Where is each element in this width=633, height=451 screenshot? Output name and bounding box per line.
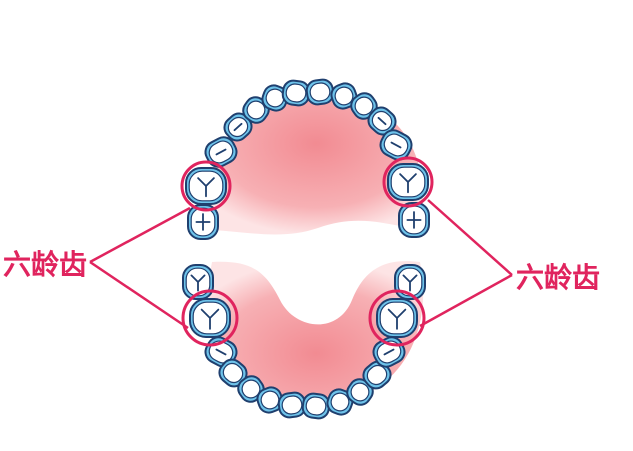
upper-tooth xyxy=(204,136,238,168)
pointer-line-left-upper xyxy=(89,206,191,264)
upper-tooth xyxy=(281,79,311,107)
lower-tooth xyxy=(277,391,307,419)
upper-tooth xyxy=(223,112,253,142)
highlight-circle-lower-left xyxy=(181,289,239,347)
lower-tooth xyxy=(362,360,392,390)
lower-tooth xyxy=(189,298,231,338)
pointer-line-right-lower xyxy=(419,273,513,328)
label-right: 六龄齿 xyxy=(516,261,600,294)
pointer-line-left-lower xyxy=(89,260,189,330)
highlight-circle-upper-right xyxy=(382,156,434,208)
upper-tooth xyxy=(387,163,429,201)
lower-tooth xyxy=(256,386,284,414)
upper-tooth xyxy=(187,204,219,240)
upper-tooth xyxy=(242,96,270,124)
lower-tooth xyxy=(376,298,418,338)
upper-palate-gum xyxy=(209,94,424,235)
lower-tooth xyxy=(326,388,354,416)
upper-teeth xyxy=(185,78,430,240)
upper-tooth xyxy=(367,106,397,136)
lower-jaw xyxy=(182,261,426,420)
lower-teeth xyxy=(182,264,426,420)
pointer-line-right-upper xyxy=(427,199,513,276)
lower-tooth xyxy=(301,392,331,420)
lower-tooth xyxy=(346,378,374,406)
lower-tooth xyxy=(218,358,248,388)
label-left: 六龄齿 xyxy=(3,248,87,281)
upper-tooth xyxy=(379,129,413,161)
upper-jaw xyxy=(185,78,430,240)
highlight-circles xyxy=(180,156,434,347)
upper-tooth xyxy=(261,84,289,112)
upper-tooth xyxy=(330,82,358,110)
upper-tooth xyxy=(305,78,335,106)
upper-tooth xyxy=(398,202,430,238)
highlight-circle-lower-right xyxy=(368,289,426,347)
upper-tooth xyxy=(185,167,227,205)
pointer-lines xyxy=(89,199,513,330)
highlight-circle-upper-left xyxy=(180,160,232,212)
